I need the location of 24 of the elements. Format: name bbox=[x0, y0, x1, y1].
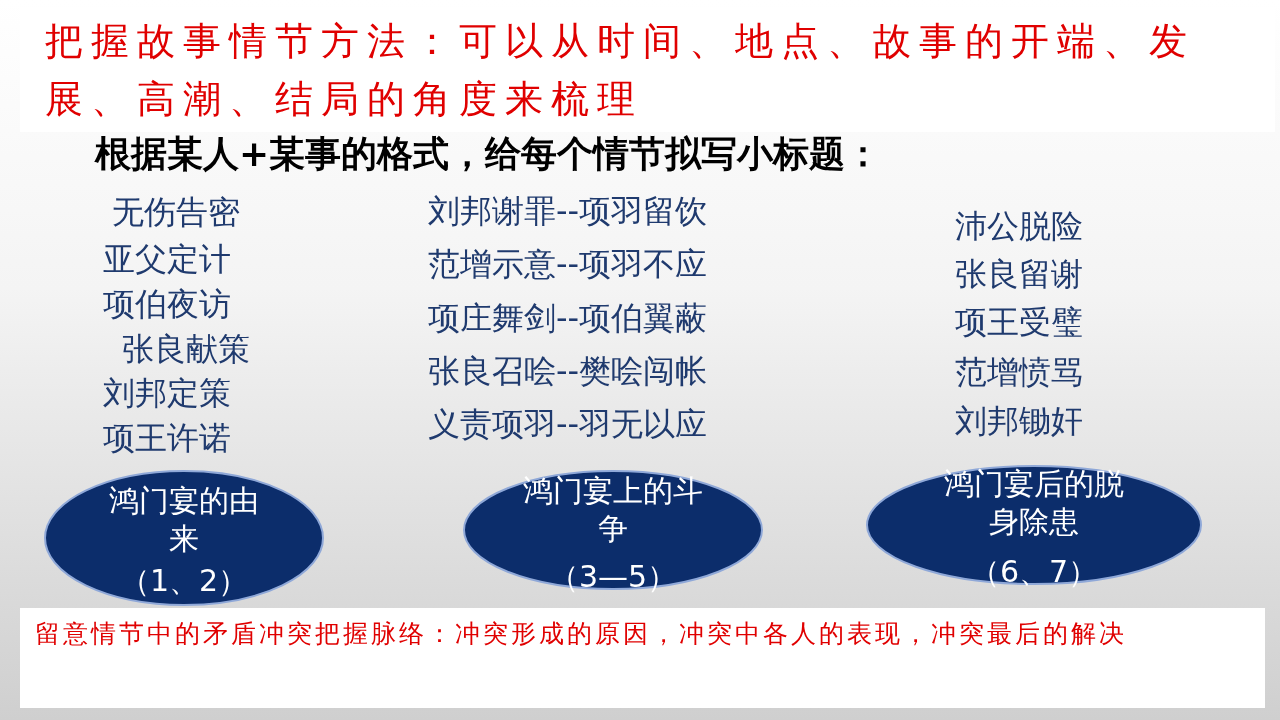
plot-heading: 张良留谢 bbox=[955, 255, 1083, 294]
plot-heading: 义责项羽--羽无以应 bbox=[428, 405, 708, 444]
note-text: 留意情节中的矛盾冲突把握脉络：冲突形成的原因，冲突中各人的表现，冲突最后的解决 bbox=[20, 608, 1265, 708]
plot-heading: 张良召哙--樊哙闯帐 bbox=[428, 352, 708, 391]
plot-heading: 范增愤骂 bbox=[955, 353, 1083, 392]
section-range: （3—5） bbox=[547, 558, 679, 596]
plot-heading: 项庄舞剑--项伯翼蔽 bbox=[428, 299, 708, 338]
plot-heading: 无伤告密 bbox=[112, 193, 240, 232]
plot-heading: 刘邦谢罪--项羽留饮 bbox=[428, 192, 708, 231]
plot-heading: 范增示意--项羽不应 bbox=[428, 245, 708, 284]
section-title: 鸿门宴后的脱身除患 bbox=[943, 465, 1125, 540]
plot-heading: 项王受璧 bbox=[955, 303, 1083, 342]
plot-heading: 张良献策 bbox=[122, 330, 250, 369]
plot-heading: 刘邦定策 bbox=[103, 374, 231, 413]
plot-heading: 亚父定计 bbox=[103, 240, 231, 279]
plot-heading: 项伯夜访 bbox=[103, 285, 231, 324]
subheading-text: 根据某人+某事的格式，给每个情节拟写小标题： bbox=[95, 132, 882, 176]
section-title: 鸿门宴的由来 bbox=[108, 482, 260, 557]
section-range: （1、2） bbox=[118, 562, 250, 600]
plot-heading: 刘邦锄奸 bbox=[955, 402, 1083, 441]
section-title: 鸿门宴上的斗争 bbox=[523, 472, 703, 547]
plot-heading: 沛公脱险 bbox=[955, 207, 1083, 246]
section-range: （6、7） bbox=[968, 553, 1100, 591]
plot-heading: 项王许诺 bbox=[103, 419, 231, 458]
